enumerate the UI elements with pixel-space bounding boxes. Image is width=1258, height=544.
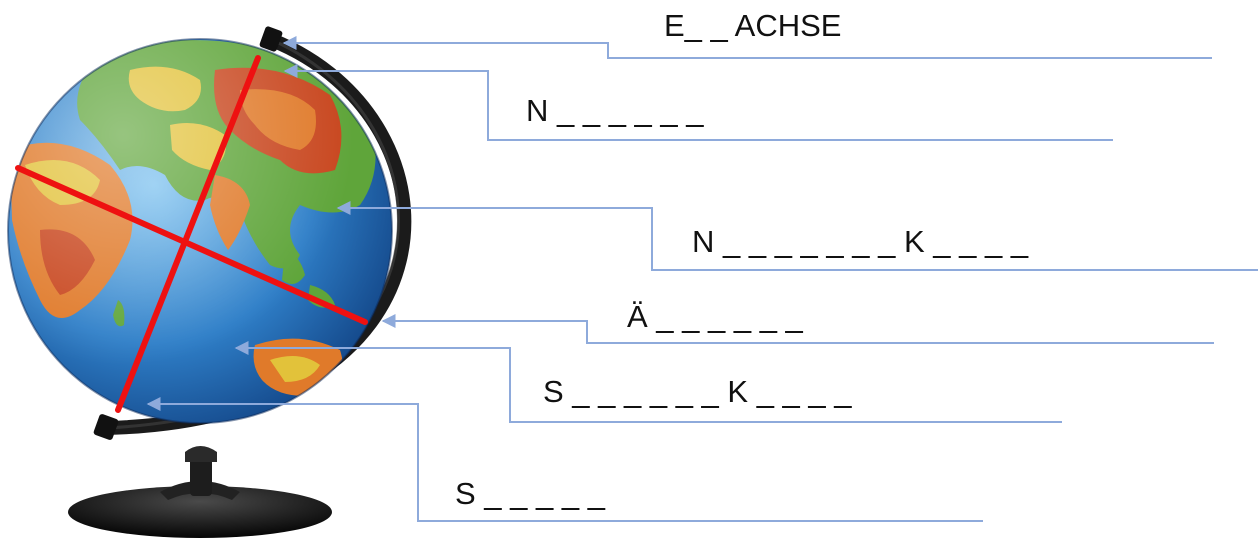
leader-line-south-pole — [146, 397, 983, 522]
leader-line-north-pole — [283, 64, 1113, 141]
label-northern-hemisphere: N _ _ _ _ _ _ _ K _ _ _ _ — [692, 224, 1029, 259]
leader-line-northern-hemisphere — [336, 201, 1258, 271]
label-southern-hemisphere: S _ _ _ _ _ _ K _ _ _ _ — [543, 374, 852, 409]
label-south-pole: S _ _ _ _ _ — [455, 476, 605, 511]
leader-line-equator — [381, 314, 1214, 344]
label-earth-axis: E_ _ ACHSE — [664, 8, 842, 43]
leader-line-earth-axis — [282, 36, 1212, 59]
label-equator: Ä _ _ _ _ _ _ — [627, 299, 803, 334]
equator-line — [15, 165, 368, 325]
label-north-pole: N _ _ _ _ _ _ — [526, 93, 704, 128]
earth-axis-line — [115, 55, 261, 413]
leader-line-southern-hemisphere — [234, 341, 1062, 423]
globe-icon — [7, 38, 393, 424]
